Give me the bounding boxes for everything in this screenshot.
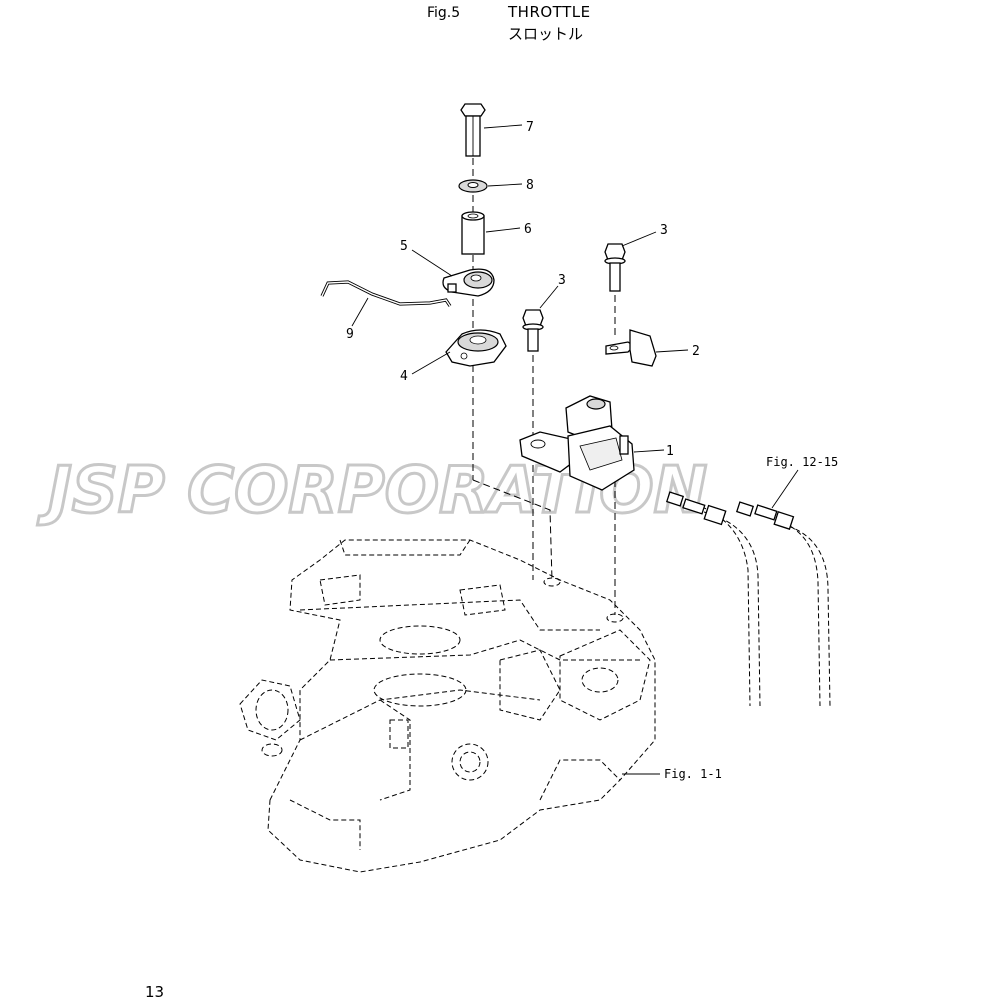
assembly-centerlines bbox=[472, 158, 616, 615]
callout-1: 1 bbox=[666, 444, 674, 459]
page-number: 13 bbox=[145, 983, 165, 1001]
throttle-rod-part-9[interactable] bbox=[320, 280, 452, 307]
engine-block-phantom bbox=[239, 539, 656, 873]
throttle-bracket-part-1[interactable] bbox=[519, 395, 635, 491]
reference-fig-1-1: Fig. 1-1 bbox=[664, 767, 722, 781]
collar-part-6[interactable] bbox=[461, 211, 485, 255]
cable-clamp-part-2[interactable] bbox=[605, 329, 657, 367]
callout-8: 8 bbox=[526, 178, 534, 193]
flange-bolt-part-3-left[interactable] bbox=[522, 309, 544, 352]
throttle-lever-part-5[interactable] bbox=[442, 268, 495, 297]
callout-3-right: 3 bbox=[660, 223, 668, 238]
callout-3-left: 3 bbox=[558, 273, 566, 288]
flange-bolt-part-3-right[interactable] bbox=[604, 243, 626, 292]
figure-title-japanese: スロットル bbox=[508, 25, 584, 43]
callout-9: 9 bbox=[346, 327, 354, 342]
throttle-cables[interactable] bbox=[665, 491, 831, 707]
bolt-part-7[interactable] bbox=[460, 103, 486, 157]
washer-part-8[interactable] bbox=[458, 179, 488, 193]
throttle-cam-part-4[interactable] bbox=[445, 329, 507, 367]
figure-number: Fig.5 bbox=[427, 5, 461, 21]
figure-title: THROTTLE bbox=[508, 3, 591, 21]
callout-7: 7 bbox=[526, 120, 534, 135]
callout-4: 4 bbox=[400, 369, 408, 384]
reference-fig-12-15: Fig. 12-15 bbox=[766, 455, 838, 469]
callout-2: 2 bbox=[692, 344, 700, 359]
callout-6: 6 bbox=[524, 222, 532, 237]
callout-5: 5 bbox=[400, 239, 408, 254]
